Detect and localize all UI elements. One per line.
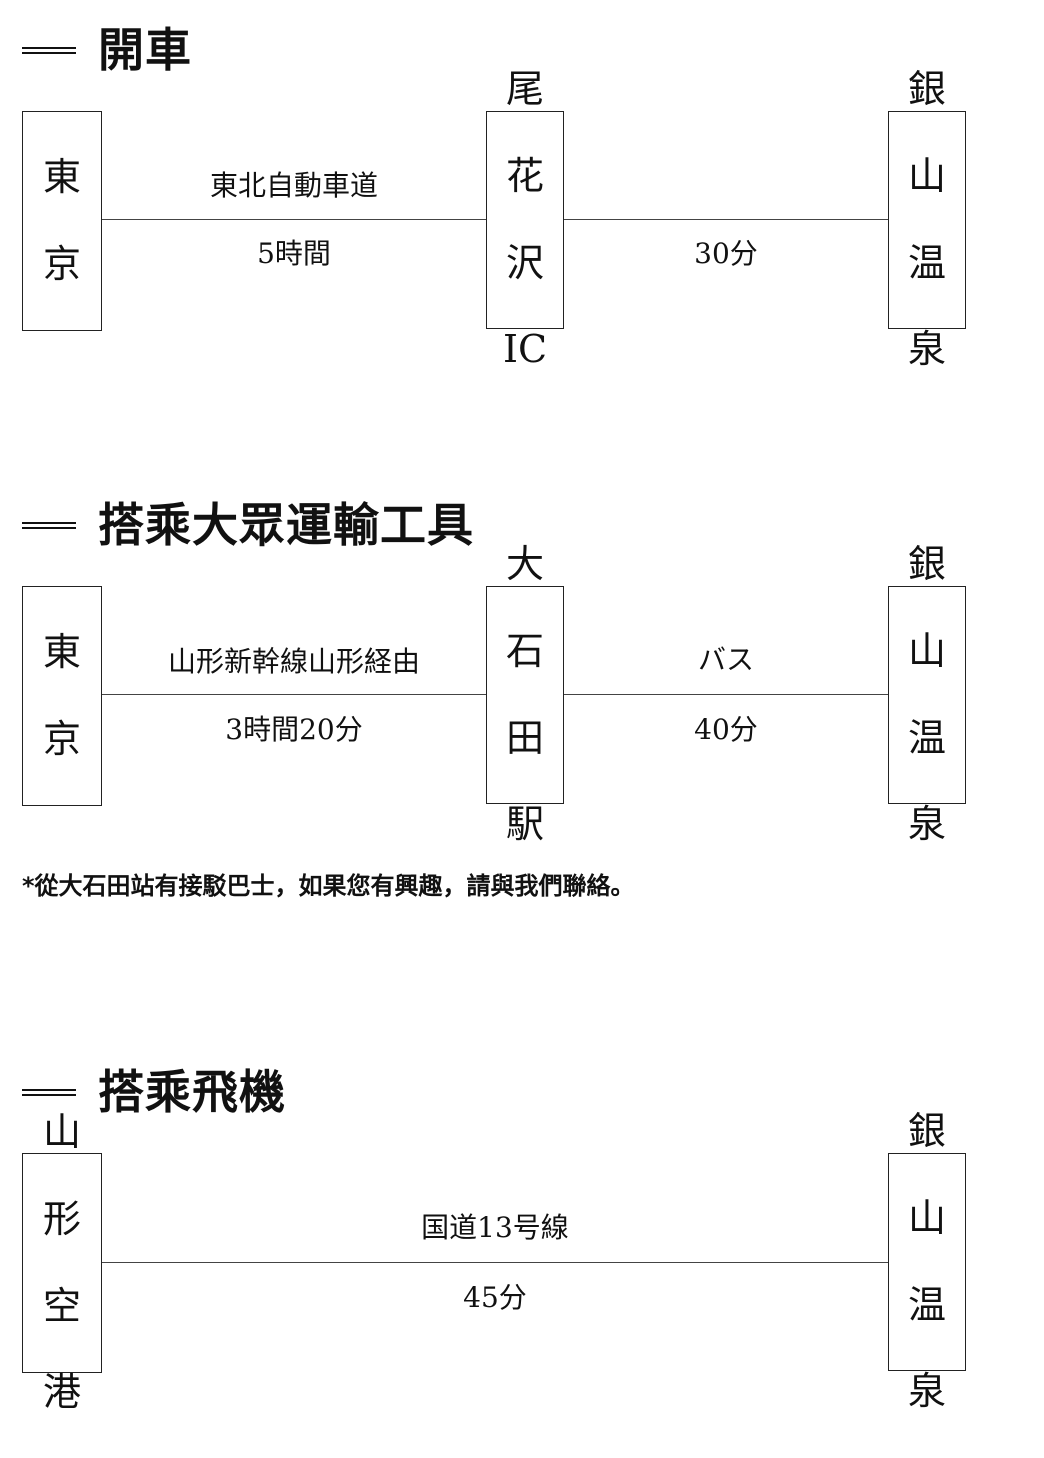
- route-bottom-label: 30分: [694, 237, 758, 270]
- node-char: 山: [42, 1110, 81, 1155]
- route-top-label: バス: [697, 643, 754, 676]
- section-title-text: 開車: [98, 23, 192, 77]
- route-top-label: 東北自動車道: [209, 169, 378, 202]
- shuttle-note: *從大石田站有接駁巴士，如果您有興趣，請與我們聯絡。: [22, 872, 635, 900]
- title-dash-icon: [22, 521, 76, 529]
- node-char: 銀: [907, 1109, 946, 1154]
- node-char: 尾: [505, 67, 544, 112]
- node-yamagata-airport: 山 形 空 港: [22, 1111, 102, 1414]
- node-label: 銀 山 温 泉: [889, 1067, 965, 1457]
- node-label: 東 京: [23, 588, 101, 805]
- section-title-text: 搭乘大眾運輸工具: [98, 498, 474, 552]
- node-label: 山 形 空 港: [23, 1068, 101, 1458]
- node-tokyo: 東 京: [22, 111, 102, 331]
- node-char: 花: [505, 154, 544, 199]
- node-ginzan-onsen: 銀 山 温 泉: [888, 543, 966, 846]
- route-top-label: 国道13号線: [421, 1211, 569, 1244]
- route-bottom-label: 40分: [694, 713, 758, 746]
- title-dash-icon: [22, 46, 76, 54]
- route-line: [564, 219, 888, 220]
- node-char: 温: [907, 240, 946, 285]
- node-char: 温: [907, 715, 946, 760]
- title-dash-icon: [22, 1088, 76, 1096]
- route-top-label: 山形新幹線山形経由: [167, 645, 420, 678]
- section-title-public-transport: 搭乘大眾運輸工具: [22, 495, 474, 555]
- node-char: 泉: [907, 327, 946, 372]
- node-char: 田: [505, 715, 544, 760]
- node-ginzan-onsen: 銀 山 温 泉: [888, 1110, 966, 1413]
- node-label: 尾 花 沢 IC: [487, 25, 563, 415]
- node-label: 大 石 田 駅: [487, 500, 563, 890]
- node-char: 銀: [907, 67, 946, 112]
- node-char: 形: [42, 1197, 81, 1242]
- route-bottom-label: 5時間: [257, 237, 331, 270]
- node-char: 空: [42, 1283, 81, 1328]
- node-char: 東: [42, 155, 81, 200]
- node-label: 銀 山 温 泉: [889, 25, 965, 415]
- node-char: 温: [907, 1282, 946, 1327]
- node-char: 沢: [505, 240, 544, 285]
- node-ginzan-onsen: 銀 山 温 泉: [888, 68, 966, 371]
- node-char: 大: [505, 542, 544, 587]
- route-line: [564, 694, 888, 695]
- route-line: [102, 694, 486, 695]
- node-char: 銀: [907, 542, 946, 587]
- node-char: 山: [907, 629, 946, 674]
- node-char: 山: [907, 154, 946, 199]
- node-char: IC: [502, 327, 548, 372]
- section-title-drive: 開車: [22, 20, 192, 80]
- node-label: 東 京: [23, 113, 101, 330]
- node-char: 泉: [907, 1369, 946, 1414]
- node-char: 京: [42, 241, 81, 286]
- section-title-text: 搭乘飛機: [98, 1065, 286, 1119]
- section-title-flight: 搭乘飛機: [22, 1062, 286, 1122]
- route-bottom-label: 45分: [463, 1281, 527, 1314]
- node-char: 泉: [907, 802, 946, 847]
- node-char: 石: [505, 629, 544, 674]
- route-line: [102, 1262, 888, 1263]
- node-tokyo: 東 京: [22, 586, 102, 806]
- route-line: [102, 219, 486, 220]
- node-char: 京: [42, 716, 81, 761]
- node-oishida-station: 大 石 田 駅: [486, 543, 564, 846]
- node-char: 駅: [505, 802, 544, 847]
- node-char: 東: [42, 630, 81, 675]
- node-label: 銀 山 温 泉: [889, 500, 965, 890]
- node-char: 港: [42, 1370, 81, 1415]
- route-bottom-label: 3時間20分: [225, 713, 363, 746]
- node-obanazawa-ic: 尾 花 沢 IC: [486, 68, 564, 371]
- node-char: 山: [907, 1196, 946, 1241]
